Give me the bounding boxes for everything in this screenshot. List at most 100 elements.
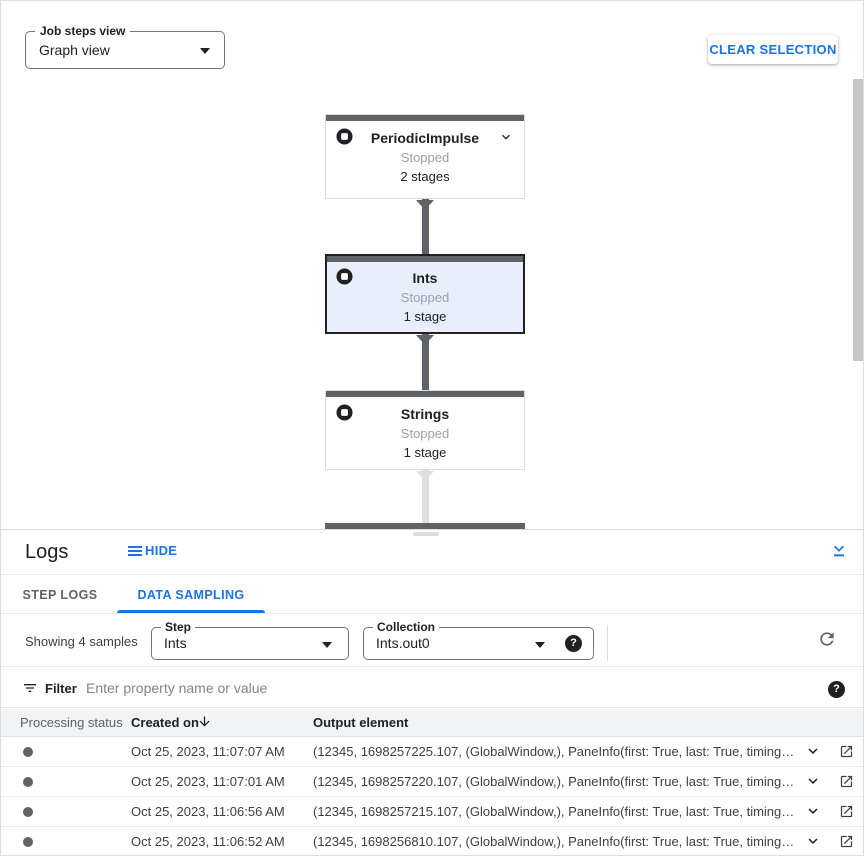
tab-step-logs[interactable]: STEP LOGS [22, 588, 98, 602]
expand-row-button[interactable] [803, 832, 823, 852]
node-top-bar [326, 115, 524, 121]
collapse-panel-button[interactable] [827, 540, 851, 564]
output-element-cell: (12345, 1698256810.107, (GlobalWindow,),… [313, 834, 795, 849]
expand-row-button[interactable] [803, 742, 823, 762]
filter-icon [22, 680, 38, 701]
logs-panel: Logs HIDE STEP LOGS DATA SAMPLING Showin… [1, 529, 863, 855]
sample-row: Oct 25, 2023, 11:06:52 AM (12345, 169825… [1, 827, 863, 855]
open-in-new-button[interactable] [836, 803, 856, 823]
sample-row: Oct 25, 2023, 11:07:01 AM (12345, 169825… [1, 767, 863, 797]
node-title: Ints [412, 270, 438, 286]
stop-circle-icon [336, 268, 353, 285]
open-in-new-button[interactable] [836, 743, 856, 763]
refresh-samples-button[interactable] [813, 625, 841, 653]
edge-strings-to-next [422, 470, 429, 523]
step-select-value: Ints [164, 635, 187, 651]
chevron-down-icon [808, 808, 818, 814]
processing-status-dot [23, 807, 33, 817]
processing-status-dot [23, 777, 33, 787]
stop-circle-icon [336, 404, 353, 421]
step-select[interactable]: Step Ints [151, 620, 349, 660]
chevron-down-icon [808, 778, 818, 784]
node-status: Stopped [400, 150, 450, 165]
filter-input[interactable] [86, 676, 776, 700]
list-lines-icon [128, 544, 142, 558]
open-in-new-button[interactable] [836, 773, 856, 793]
open-in-new-icon [840, 835, 852, 848]
sampling-controls-row: Showing 4 samples Step Ints Collection I… [1, 615, 863, 667]
created-on-cell: Oct 25, 2023, 11:06:52 AM [131, 834, 285, 849]
open-in-new-icon [840, 745, 852, 758]
hide-logs-label: HIDE [145, 543, 178, 558]
samples-table-header: Processing status Created on Output elem… [1, 709, 863, 737]
open-in-new-icon [840, 775, 852, 788]
job-steps-view-value: Graph view [39, 42, 110, 58]
open-in-new-icon [840, 805, 852, 818]
node-stage-count: 1 stage [403, 309, 447, 324]
step-select-label: Step [161, 620, 196, 634]
chevron-down-icon [808, 838, 818, 844]
stop-circle-icon [336, 128, 353, 145]
vertical-divider [607, 625, 608, 661]
active-tab-indicator [117, 610, 265, 613]
logs-tab-bar: STEP LOGS DATA SAMPLING [1, 576, 863, 614]
column-created-on[interactable]: Created on [131, 715, 199, 730]
collapse-down-icon [834, 545, 844, 556]
clear-selection-button[interactable]: CLEAR SELECTION [708, 35, 838, 64]
graph-node-strings[interactable]: Strings Stopped 1 stage [325, 390, 525, 470]
node-status: Stopped [400, 426, 450, 441]
output-element-cell: (12345, 1698257215.107, (GlobalWindow,),… [313, 804, 795, 819]
filter-help-icon[interactable]: ? [828, 680, 845, 698]
graph-vertical-scrollbar[interactable] [853, 79, 863, 361]
sample-row: Oct 25, 2023, 11:07:07 AM (12345, 169825… [1, 737, 863, 767]
node-top-bar [327, 256, 523, 262]
collection-help-icon[interactable]: ? [565, 635, 582, 652]
edge-arrow-icon [416, 471, 434, 481]
node-title: Strings [400, 406, 450, 422]
filter-row: Filter ? [1, 668, 863, 708]
collection-select-value: Ints.out0 [376, 635, 430, 651]
node-status: Stopped [400, 290, 450, 305]
collection-select-label: Collection [373, 620, 440, 634]
panel-resize-handle[interactable] [413, 532, 439, 536]
job-steps-view-select[interactable]: Job steps view Graph view [25, 23, 225, 69]
graph-node-ints[interactable]: Ints Stopped 1 stage [325, 254, 525, 334]
edge-ints-to-strings [422, 334, 429, 390]
refresh-icon [820, 632, 834, 646]
filter-label: Filter [45, 681, 77, 696]
created-on-cell: Oct 25, 2023, 11:07:07 AM [131, 744, 285, 759]
logs-panel-header: Logs HIDE [1, 530, 863, 575]
expand-node-chevron-icon[interactable] [498, 129, 514, 145]
graph-node-partial [325, 523, 525, 529]
edge-arrow-icon [416, 200, 434, 210]
created-on-cell: Oct 25, 2023, 11:07:01 AM [131, 774, 285, 789]
open-in-new-button[interactable] [836, 833, 856, 853]
processing-status-dot [23, 747, 33, 757]
output-element-cell: (12345, 1698257220.107, (GlobalWindow,),… [313, 774, 795, 789]
graph-node-periodicimpulse[interactable]: PeriodicImpulse Stopped 2 stages [325, 114, 525, 199]
chevron-down-icon [535, 642, 545, 648]
node-top-bar [326, 391, 524, 397]
expand-row-button[interactable] [803, 802, 823, 822]
collection-select[interactable]: Collection Ints.out0 ? [363, 620, 594, 660]
chevron-down-icon [322, 642, 332, 648]
node-title: PeriodicImpulse [370, 130, 480, 146]
expand-row-button[interactable] [803, 772, 823, 792]
column-processing-status: Processing status [20, 715, 123, 730]
column-output-element: Output element [313, 715, 409, 730]
chevron-down-icon [200, 48, 210, 54]
node-stage-count: 1 stage [403, 445, 447, 460]
sort-descending-icon[interactable] [197, 714, 212, 732]
samples-count-text: Showing 4 samples [25, 634, 138, 649]
created-on-cell: Oct 25, 2023, 11:06:56 AM [131, 804, 285, 819]
processing-status-dot [23, 837, 33, 847]
sample-row: Oct 25, 2023, 11:06:56 AM (12345, 169825… [1, 797, 863, 827]
tab-data-sampling[interactable]: DATA SAMPLING [137, 588, 245, 602]
chevron-down-icon [808, 748, 818, 754]
logs-panel-title: Logs [25, 541, 69, 563]
job-steps-view-label: Job steps view [35, 23, 131, 39]
edge-arrow-icon [416, 335, 434, 345]
output-element-cell: (12345, 1698257225.107, (GlobalWindow,),… [313, 744, 795, 759]
hide-logs-button[interactable]: HIDE [128, 543, 177, 558]
